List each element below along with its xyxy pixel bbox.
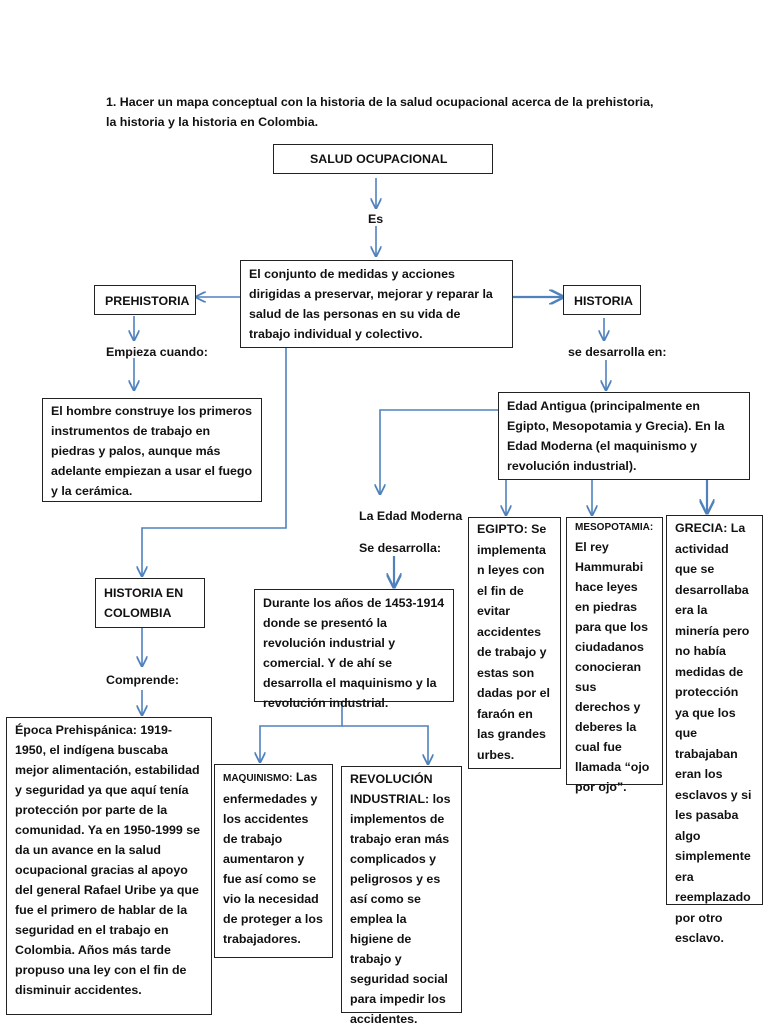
prehistoria-text-box: El hombre construye los primeros instrum…: [42, 398, 262, 502]
arrow-historia-edad-moderna: [380, 409, 498, 494]
edad-moderna-box: Durante los años de 1453-1914 donde se p…: [254, 589, 454, 710]
egipto-text: Se implementa n leyes con el fin de evit…: [477, 522, 550, 762]
prehistoria-link: Empieza cuando:: [106, 345, 208, 359]
historia-box: HISTORIA: [563, 285, 641, 315]
revolucion-text: los implementos de trabajo eran más comp…: [350, 792, 451, 1026]
colombia-text-box: Época Prehispánica: 1919-1950, el indíge…: [6, 717, 212, 1015]
instruction-text: 1. Hacer un mapa conceptual con la histo…: [106, 95, 654, 129]
arrow-edad-revolucion: [342, 725, 428, 764]
revolucion-title: REVOLUCIÓN INDUSTRIAL:: [350, 772, 433, 806]
historia-text-box: Edad Antigua (principalmente en Egipto, …: [498, 392, 750, 480]
link-es: Es: [368, 212, 384, 226]
egipto-box: EGIPTO: Se implementa n leyes con el fin…: [468, 517, 561, 769]
colombia-title: HISTORIA EN COLOMBIA: [104, 586, 184, 620]
maquinismo-box: MAQUINISMO: Las enfermedades y los accid…: [214, 764, 333, 958]
revolucion-box: REVOLUCIÓN INDUSTRIAL: los implementos d…: [341, 766, 462, 1026]
root-box: SALUD OCUPACIONAL: [273, 144, 493, 174]
edad-moderna-title: La Edad Moderna: [359, 509, 463, 523]
egipto-title: EGIPTO:: [477, 522, 528, 536]
grecia-box: GRECIA: La actividad que se desarrollaba…: [666, 515, 763, 945]
prehistoria-box: PREHISTORIA: [94, 285, 196, 315]
historia-title: HISTORIA: [574, 294, 633, 308]
mesopotamia-box: MESOPOTAMIA: El rey Hammurabi hace leyes…: [566, 517, 663, 794]
definition-box: El conjunto de medidas y acciones dirigi…: [240, 260, 513, 348]
colombia-link: Comprende:: [106, 673, 179, 687]
mesopotamia-title: MESOPOTAMIA:: [575, 522, 654, 533]
definition-text: El conjunto de medidas y acciones dirigi…: [249, 267, 493, 341]
historia-link: se desarrolla en:: [568, 345, 667, 359]
historia-text: Edad Antigua (principalmente en Egipto, …: [507, 399, 725, 473]
edad-moderna-text: Durante los años de 1453-1914 donde se p…: [263, 596, 445, 710]
maquinismo-text: Las enfermedades y los accidentes de tra…: [223, 770, 323, 946]
edad-moderna-link: Se desarrolla:: [359, 541, 441, 555]
grecia-title: GRECIA:: [675, 521, 728, 535]
mesopotamia-text: El rey Hammurabi hace leyes en piedras p…: [575, 540, 650, 794]
colombia-box: HISTORIA EN COLOMBIA: [95, 578, 205, 628]
maquinismo-title: MAQUINISMO:: [223, 773, 293, 784]
prehistoria-title: PREHISTORIA: [105, 294, 190, 308]
colombia-text: Época Prehispánica: 1919-1950, el indíge…: [15, 723, 201, 997]
prehistoria-text: El hombre construye los primeros instrum…: [51, 404, 253, 498]
grecia-text: La actividad que se desarrollaba era la …: [675, 521, 752, 945]
root-title: SALUD OCUPACIONAL: [310, 152, 448, 166]
